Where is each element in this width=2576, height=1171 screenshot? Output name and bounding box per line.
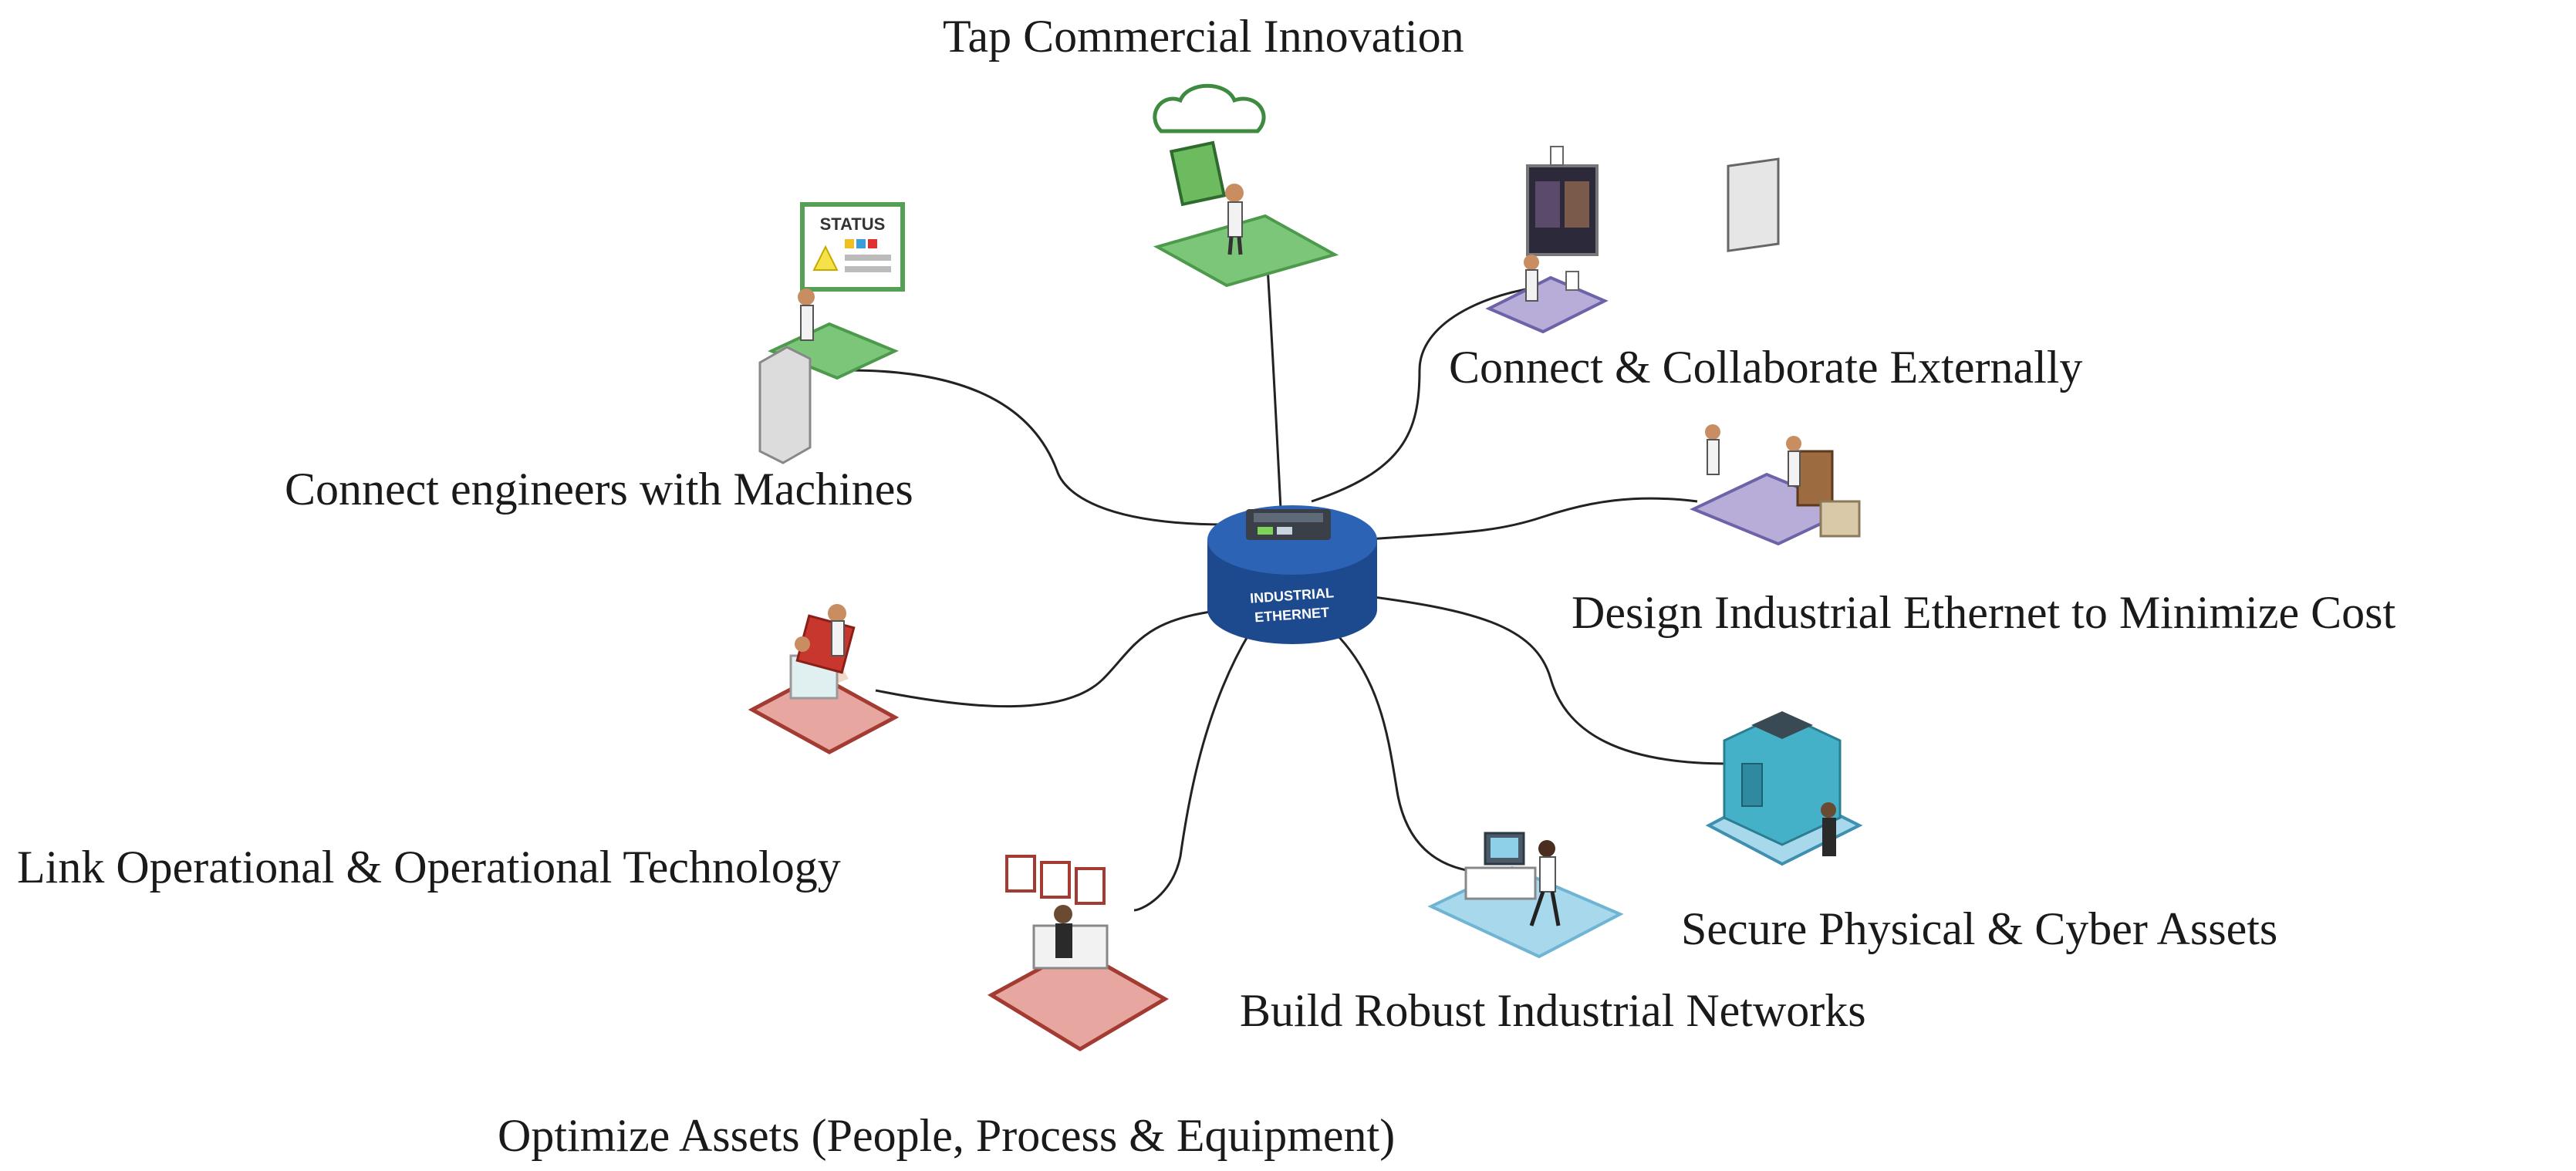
money-stack-icon bbox=[1819, 500, 1861, 538]
status-board-title: STATUS bbox=[820, 214, 886, 234]
cost-design-icon bbox=[1690, 157, 1861, 546]
connectors bbox=[848, 231, 1729, 912]
robust-networks-icon bbox=[1427, 832, 1624, 959]
connector-link bbox=[875, 608, 1231, 708]
label-optimize-assets: Optimize Assets (People, Process & Equip… bbox=[498, 1110, 1396, 1161]
connector-engineers bbox=[848, 369, 1227, 526]
connector-robust bbox=[1333, 631, 1513, 874]
commercial-innovation-icon bbox=[1153, 83, 1339, 288]
video-collaboration-icon bbox=[1485, 146, 1609, 334]
label-connect-collaborate-externally: Connect & Collaborate Externally bbox=[1449, 342, 2083, 393]
machine-cabinet-icon bbox=[758, 346, 812, 464]
connector-secure bbox=[1349, 592, 1729, 765]
label-design-industrial-ethernet: Design Industrial Ethernet to Minimize C… bbox=[1572, 587, 2396, 638]
desk-icon bbox=[1464, 866, 1537, 900]
label-tap-commercial-innovation: Tap Commercial Innovation bbox=[943, 11, 1464, 62]
rack-cabinet-icon bbox=[1727, 157, 1780, 252]
label-connect-engineers-machines: Connect engineers with Machines bbox=[285, 464, 913, 515]
chart-panel-icon bbox=[1005, 855, 1036, 893]
status-board-icon bbox=[800, 202, 905, 292]
tablet-icon bbox=[1169, 140, 1227, 207]
label-secure-physical-cyber-assets: Secure Physical & Cyber Assets bbox=[1681, 903, 2278, 954]
industrial-ethernet-hub: INDUSTRIAL ETHERNET bbox=[1207, 505, 1377, 644]
connector-collab bbox=[1311, 284, 1551, 503]
label-link-operational-technology: Link Operational & Operational Technolog… bbox=[17, 842, 841, 893]
secure-assets-icon bbox=[1705, 711, 1863, 866]
connector-optimize bbox=[1133, 632, 1251, 912]
warning-icon bbox=[812, 245, 839, 271]
link-technology-icon bbox=[748, 604, 900, 754]
connector-design bbox=[1357, 497, 1698, 542]
cloud-icon bbox=[1153, 83, 1266, 133]
equipment-cabinet-icon bbox=[1796, 450, 1834, 507]
optimize-assets-icon bbox=[987, 855, 1169, 1051]
engineers-machines-icon: STATUS bbox=[758, 202, 905, 464]
label-build-robust-networks: Build Robust Industrial Networks bbox=[1240, 985, 1866, 1036]
